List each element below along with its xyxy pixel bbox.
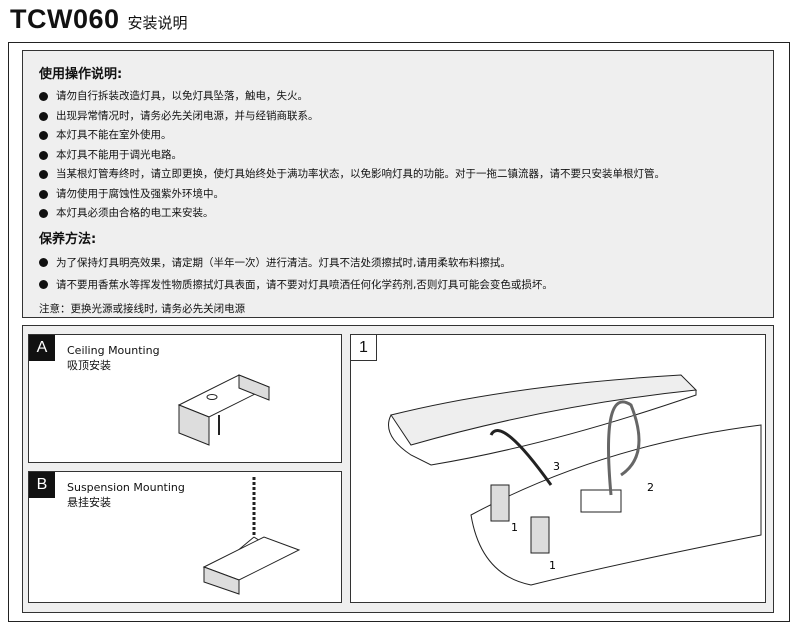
usage-list: 请勿自行拆装改造灯具，以免灯具坠落，触电，失火。 出现异常情况时，请务必先关闭电…: [39, 87, 757, 224]
maintenance-list: 为了保持灯具明亮效果，请定期（半年一次）进行清洁。灯具不洁处须擦拭时,请用柔软布…: [39, 252, 757, 296]
safety-note: 注意：更换光源或接线时, 请务必先关闭电源: [39, 302, 246, 315]
ceiling-bracket-illustration: [177, 374, 271, 446]
list-item: 请勿自行拆装改造灯具，以免灯具坠落，触电，失火。: [39, 87, 757, 107]
list-item: 本灯具不能在室外使用。: [39, 126, 757, 146]
bullet-icon: [39, 131, 48, 141]
model-number: TCW060: [10, 4, 120, 34]
list-item: 为了保持灯具明亮效果，请定期（半年一次）进行清洁。灯具不洁处须擦拭时,请用柔软布…: [39, 252, 757, 274]
bullet-icon: [39, 258, 48, 267]
step-1-panel: 1 3 2 1 1: [350, 334, 766, 603]
list-item: 请不要用香蕉水等挥发性物质擦拭灯具表面，请不要对灯具喷洒任何化学药剂,否则灯具可…: [39, 274, 757, 296]
ceiling-mounting-panel: A Ceiling Mounting 吸顶安装: [28, 334, 342, 463]
panel-label: A: [29, 335, 55, 361]
title-subtitle: 安装说明: [127, 14, 188, 32]
panel-caption: Suspension Mounting 悬挂安装: [67, 481, 185, 509]
page-frame: [8, 42, 790, 622]
suspension-bracket-illustration: [202, 477, 301, 595]
suspension-mounting-panel: B Suspension Mounting 悬挂安装: [28, 471, 342, 603]
maintenance-heading: 保养方法:: [39, 231, 97, 247]
instructions-panel: 使用操作说明: 请勿自行拆装改造灯具，以免灯具坠落，触电，失火。 出现异常情况时…: [22, 50, 774, 318]
arrow-icon: [489, 429, 553, 486]
bullet-icon: [39, 111, 48, 121]
list-item: 当某根灯管寿终时，请立即更换，使灯具始终处于满功率状态，以免影响灯具的功能。对于…: [39, 165, 757, 185]
list-item: 本灯具必须由合格的电工来安装。: [39, 204, 757, 224]
usage-heading: 使用操作说明:: [39, 67, 123, 82]
bullet-icon: [39, 280, 48, 289]
panel-label: B: [29, 472, 55, 498]
document-title: TCW060 安装说明: [10, 4, 188, 35]
list-item: 出现异常情况时，请务必先关闭电源，并与经销商联系。: [39, 107, 757, 127]
bullet-icon: [39, 150, 48, 160]
connector-icon: [490, 484, 510, 522]
bullet-icon: [39, 209, 48, 219]
callout-label: 1: [511, 521, 518, 534]
callout-label: 3: [553, 460, 560, 473]
terminal-block-icon: [580, 489, 622, 513]
list-item: 本灯具不能用于调光电路。: [39, 146, 757, 166]
bullet-icon: [39, 92, 48, 102]
bullet-icon: [39, 170, 48, 180]
panel-caption: Ceiling Mounting 吸顶安装: [67, 344, 160, 372]
bullet-icon: [39, 189, 48, 199]
callout-label: 2: [647, 481, 654, 494]
list-item: 请勿使用于腐蚀性及强紫外环境中。: [39, 185, 757, 205]
callout-label: 1: [549, 559, 556, 572]
fixture-wiring-illustration: 3 2 1 1: [388, 374, 762, 586]
panel-label: 1: [351, 335, 377, 361]
connector-icon: [530, 516, 550, 554]
